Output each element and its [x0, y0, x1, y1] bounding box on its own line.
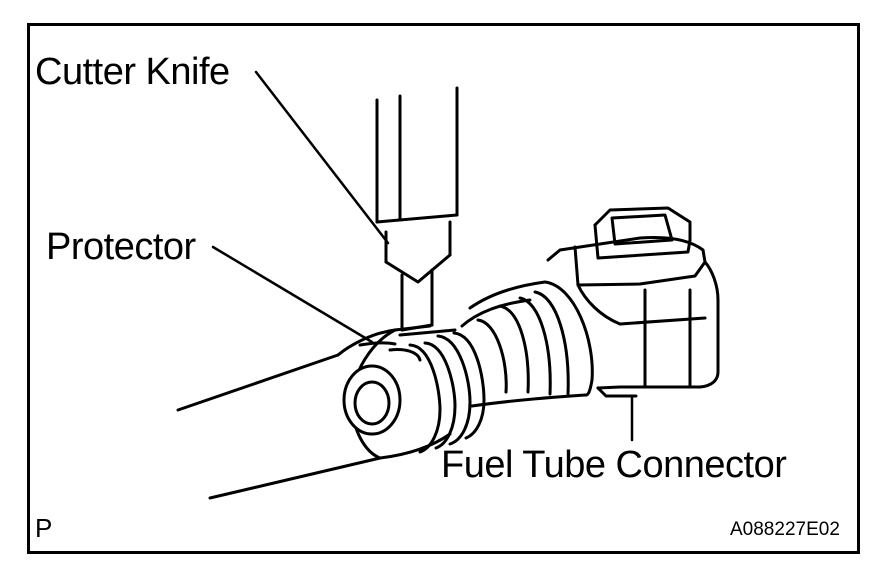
fuel-tube-connector-label: Fuel Tube Connector: [441, 444, 787, 486]
figure-code: A088227E02: [730, 519, 840, 540]
protector-label: Protector: [46, 226, 196, 268]
figure-frame: [27, 23, 860, 554]
protector-leader: [211, 245, 374, 344]
connector-ridges: [398, 328, 486, 454]
cutter-knife-label: Cutter Knife: [35, 51, 230, 93]
fuel-tube: [176, 353, 382, 500]
leader-lines: [211, 70, 634, 442]
corner-mark: P: [35, 513, 53, 543]
cutter-knife-leader: [254, 70, 390, 245]
fuel-tube-connector: [460, 206, 720, 408]
cutter-knife: [375, 86, 459, 332]
protector: [336, 324, 452, 460]
